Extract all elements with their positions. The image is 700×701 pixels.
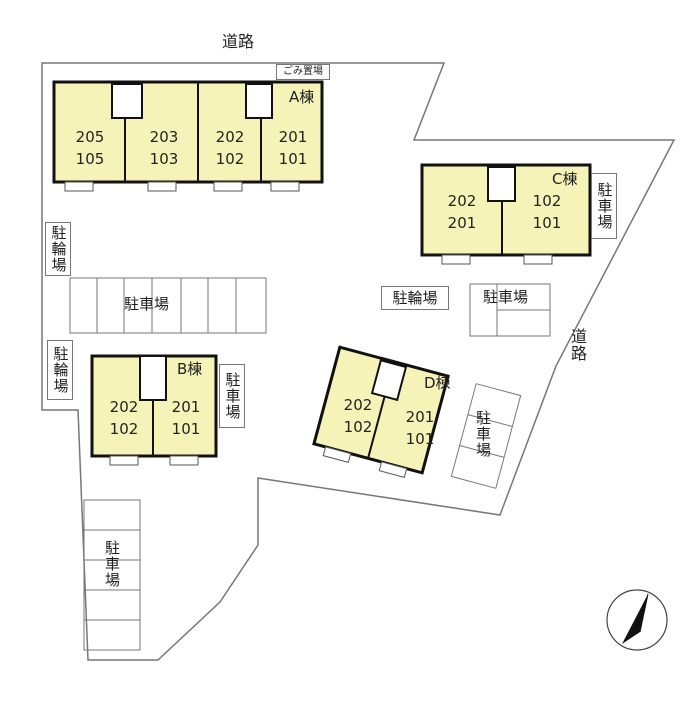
unit-a-3: 202 102 — [215, 128, 245, 168]
parking-bottom-stalls — [83, 499, 141, 651]
parking-d-label: 駐車場 — [474, 410, 492, 458]
building-a-label: A棟 — [289, 88, 315, 106]
parking-c-side: 駐車場 — [591, 173, 617, 239]
unit-d-2: 201 101 — [405, 408, 435, 448]
bicycle-center: 駐輪場 — [381, 286, 449, 310]
road-label-right: 道路 — [568, 328, 587, 362]
balcony — [169, 455, 199, 466]
parking-right-mid-label: 駐車場 — [483, 288, 529, 306]
parking-d-stalls — [450, 383, 522, 489]
building-b — [90, 354, 218, 466]
balcony — [441, 254, 471, 265]
stair-well — [111, 83, 143, 119]
building-b-label: B棟 — [177, 360, 203, 378]
unit-b-1: 202 102 — [109, 398, 139, 438]
unit-a-1: 205 105 — [75, 128, 105, 168]
site-boundary — [41, 62, 676, 661]
balcony — [322, 446, 352, 463]
unit-c-1: 202 201 — [447, 192, 477, 232]
balcony — [109, 455, 139, 466]
unit-a-2: 203 103 — [149, 128, 179, 168]
balcony — [378, 461, 408, 478]
building-d — [312, 345, 450, 478]
unit-c-2: 102 101 — [532, 192, 562, 232]
parking-bottom-label: 駐車場 — [103, 540, 121, 588]
building-c — [420, 163, 592, 265]
building-d-label: D棟 — [424, 374, 451, 392]
unit-a-4: 201 101 — [278, 128, 308, 168]
road-label-top: 道路 — [222, 32, 255, 51]
stair-well — [139, 355, 167, 401]
parking-center-label: 駐車場 — [124, 295, 170, 313]
balcony — [147, 181, 177, 192]
unit-b-2: 201 101 — [171, 398, 201, 438]
building-a — [52, 80, 324, 192]
parking-center-stalls — [69, 277, 267, 334]
balcony — [523, 254, 553, 265]
parking-b-side: 駐車場 — [219, 364, 245, 428]
unit-d-1: 202 102 — [343, 396, 373, 436]
stair-well — [487, 166, 516, 202]
bicycle-left-mid: 駐輪場 — [47, 340, 73, 400]
building-a-outline — [52, 80, 324, 184]
stair-well — [245, 83, 273, 119]
garbage-station: ごみ置場 — [276, 64, 330, 80]
building-c-label: C棟 — [552, 170, 578, 188]
north-arrow-icon — [606, 589, 668, 651]
balcony — [64, 181, 94, 192]
parking-right-mid-stalls — [469, 283, 551, 337]
balcony — [270, 181, 300, 192]
balcony — [213, 181, 243, 192]
stair-well — [370, 359, 408, 402]
bicycle-left-top: 駐輪場 — [45, 222, 71, 276]
